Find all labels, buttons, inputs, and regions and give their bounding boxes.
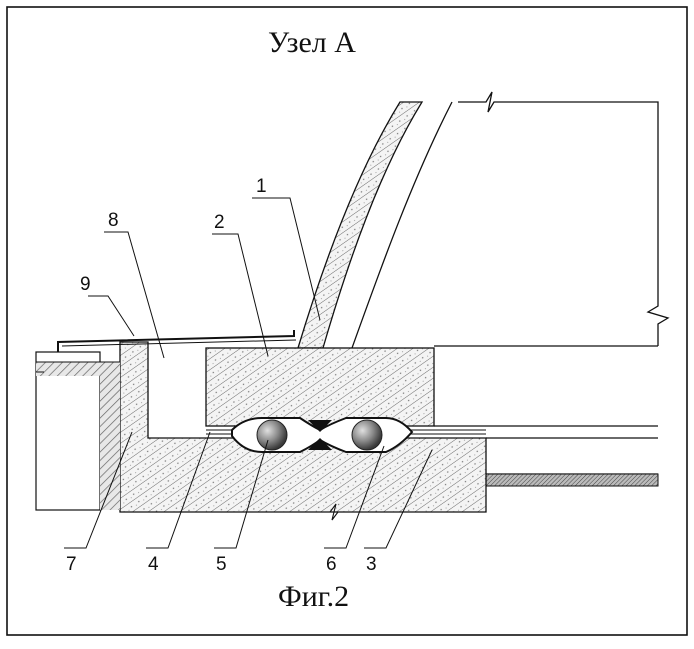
callout-6: 6 bbox=[326, 554, 337, 575]
leader-1 bbox=[252, 197, 321, 321]
element-9-cover-plate bbox=[57, 330, 295, 352]
callout-4: 4 bbox=[148, 554, 159, 575]
cage-separator-bottom bbox=[308, 438, 332, 450]
soil-hatch-top bbox=[36, 362, 120, 376]
callout-2: 2 bbox=[214, 212, 225, 233]
callout-5: 5 bbox=[216, 554, 227, 575]
element-2-upper-block bbox=[205, 347, 435, 427]
rail-strip bbox=[485, 473, 659, 487]
leader-6 bbox=[324, 445, 385, 549]
upper-structure-outline bbox=[458, 91, 670, 346]
element-5-ball-right bbox=[351, 419, 383, 451]
drawing-frame bbox=[6, 6, 688, 636]
callout-7: 7 bbox=[66, 554, 77, 575]
element-5-ball-left bbox=[256, 419, 288, 451]
callout-9: 9 bbox=[80, 274, 91, 295]
soil-hatch-side bbox=[100, 362, 120, 510]
figure-title: Узел А bbox=[268, 26, 356, 59]
leader-4 bbox=[146, 431, 211, 549]
slab-break-mark bbox=[329, 503, 339, 521]
element-9-cover-plate-inner bbox=[61, 339, 297, 347]
figure-caption: Фиг.2 bbox=[278, 580, 350, 613]
callout-3: 3 bbox=[366, 554, 377, 575]
callout-8: 8 bbox=[108, 210, 119, 231]
element-3-base-slab bbox=[119, 341, 487, 513]
callout-1: 1 bbox=[256, 176, 267, 197]
element-1-inner-line bbox=[351, 101, 453, 349]
leader-8 bbox=[104, 231, 165, 359]
leader-3 bbox=[364, 449, 433, 549]
element-1-inclined-wall bbox=[297, 101, 424, 349]
leader-2 bbox=[212, 233, 269, 357]
cage-separator-top bbox=[308, 420, 332, 432]
leader-9 bbox=[88, 295, 135, 337]
leader-7 bbox=[64, 431, 133, 549]
leader-lines bbox=[64, 197, 433, 549]
leader-5 bbox=[214, 439, 269, 549]
